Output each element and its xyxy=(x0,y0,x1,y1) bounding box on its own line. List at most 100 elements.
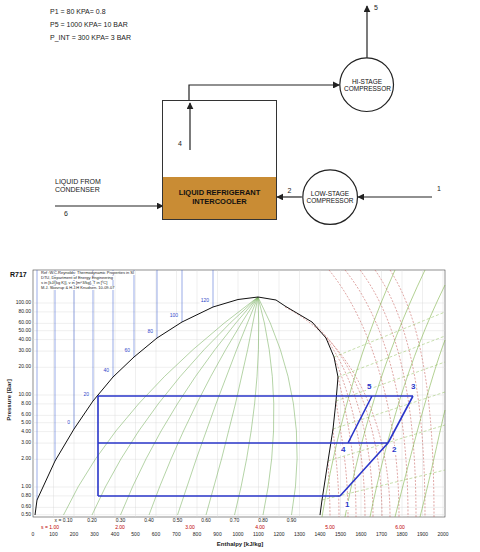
enthalpy-tick: 1100 xyxy=(253,532,264,538)
quality-tick: 0.20 xyxy=(87,518,97,524)
state-point-number: 5 xyxy=(366,383,372,392)
enthalpy-tick: 800 xyxy=(193,532,201,538)
pressure-tick: 100.00 xyxy=(16,300,31,306)
node-label: LIQUID REFRIGERANT INTERCOOLER xyxy=(167,189,272,206)
pressure-tick: 20.00 xyxy=(18,364,31,370)
pressure-grid xyxy=(33,303,445,515)
enthalpy-tick: 400 xyxy=(111,532,119,538)
pressure-tick: 40.00 xyxy=(18,337,31,343)
enthalpy-tick: 600 xyxy=(152,532,160,538)
quality-tick: x = 0.10 xyxy=(55,518,73,524)
stream-label: LIQUID FROM CONDENSER xyxy=(55,178,117,193)
temperature-label: 60 xyxy=(123,348,131,354)
enthalpy-tick: 1900 xyxy=(417,532,428,538)
node-label: HI-STAGE COMPRESSOR xyxy=(344,78,390,93)
enthalpy-grid xyxy=(54,270,444,517)
quality-tick: 0.80 xyxy=(258,518,268,524)
state-point-number: 3 xyxy=(410,383,416,392)
enthalpy-tick: 1000 xyxy=(232,532,243,538)
enthalpy-tick: 1600 xyxy=(355,532,366,538)
entropy-tick: 3.00 xyxy=(185,525,195,531)
saturation-dome xyxy=(35,297,338,515)
chart-reference: M.J. Skovrup & H.J.H Knudsen. 10-09-07 xyxy=(40,286,115,290)
enthalpy-tick: 1800 xyxy=(396,532,407,538)
pressure-tick: 10.00 xyxy=(18,392,31,398)
compressor-symbol: LOW-STAGE COMPRESSOR xyxy=(302,169,358,225)
enthalpy-tick: 1700 xyxy=(376,532,387,538)
pressure-tick: 5.00 xyxy=(21,420,31,426)
enthalpy-tick: 300 xyxy=(90,532,98,538)
quality-tick: 0.30 xyxy=(116,518,126,524)
temperature-label: 100 xyxy=(169,313,179,319)
quality-tick: 0.90 xyxy=(287,518,297,524)
compressor-symbol: HI-STAGE COMPRESSOR xyxy=(339,57,394,112)
compressor-outline xyxy=(340,58,394,112)
chart-reference: s in [kJ/(kg K)], v in [m^3/kg], T in [º… xyxy=(40,281,108,285)
state-point-number: 1 xyxy=(344,501,350,510)
enthalpy-tick: 1400 xyxy=(314,532,325,538)
vapour-isotherms xyxy=(285,270,434,517)
liquid-isotherms xyxy=(37,270,213,500)
discharge-line xyxy=(366,6,367,58)
temperature-label: 120 xyxy=(200,298,210,304)
pressure-tick: 50.00 xyxy=(18,328,31,334)
pressure-note: P1 = 80 KPA= 0.8 xyxy=(50,8,106,16)
stream-number: 1 xyxy=(437,185,441,193)
entropy-tick: s = 1.00 xyxy=(41,525,59,531)
pressure-tick: 0.80 xyxy=(21,493,31,499)
isentropes xyxy=(322,270,445,517)
enthalpy-tick: 500 xyxy=(131,532,139,538)
entropy-tick: 5.00 xyxy=(325,525,335,531)
pressure-tick: 0.50 xyxy=(21,512,31,518)
stream-number: 2 xyxy=(286,187,292,195)
axis-title: Pressure [Bar] xyxy=(6,379,13,420)
quality-tick: 0.60 xyxy=(201,518,211,524)
temperature-label: 20 xyxy=(82,392,90,398)
entropy-tick: 4.00 xyxy=(255,525,265,531)
enthalpy-tick: 700 xyxy=(172,532,180,538)
enthalpy-tick: 100 xyxy=(49,532,57,538)
intercooler-vessel: LIQUID REFRIGERANT INTERCOOLER xyxy=(162,100,277,220)
chart-frame xyxy=(33,270,445,517)
enthalpy-tick: 2000 xyxy=(437,532,448,538)
pressure-note: P5 = 1000 KPA= 10 BAR xyxy=(50,21,128,29)
quality-tick: 0.40 xyxy=(144,518,154,524)
temperature-label: 40 xyxy=(102,368,110,374)
pressure-tick: 30.00 xyxy=(18,348,31,354)
node-label: LOW-STAGE COMPRESSOR xyxy=(306,190,354,205)
enthalpy-tick: 1300 xyxy=(294,532,305,538)
condenser-liquid-line xyxy=(55,205,163,206)
pressure-tick: 80.00 xyxy=(18,309,31,315)
pressure-tick: 60.00 xyxy=(18,320,31,326)
stream-number: 5 xyxy=(374,4,378,12)
pressure-tick: 8.00 xyxy=(21,401,31,407)
pressure-tick: 6.00 xyxy=(21,412,31,418)
chart-title: R717 xyxy=(10,271,27,279)
liquid-band: LIQUID REFRIGERANT INTERCOOLER xyxy=(163,177,276,219)
enthalpy-tick: 1200 xyxy=(273,532,284,538)
temperature-label: 0 xyxy=(66,420,71,426)
temperature-label: 80 xyxy=(146,329,154,335)
state-point-number: 4 xyxy=(340,446,346,455)
pressure-tick: 3.00 xyxy=(21,440,31,446)
flow-line xyxy=(189,85,339,100)
vapour-riser xyxy=(189,103,190,150)
pressure-tick: 1.00 xyxy=(21,484,31,490)
entropy-tick: 2.00 xyxy=(115,525,125,531)
isochores xyxy=(322,312,445,500)
pressure-note: P_INT = 300 KPA= 3 BAR xyxy=(50,34,131,42)
entropy-tick: 6.00 xyxy=(395,525,405,531)
flow-line xyxy=(277,196,302,197)
two-stage-cycle xyxy=(98,396,413,496)
quality-tick: 0.50 xyxy=(173,518,183,524)
chart-reference: Ref :W.C.Reynolds: Thermodynamic Propert… xyxy=(40,271,135,275)
quality-tick: 0.70 xyxy=(230,518,240,524)
compressor-outline xyxy=(303,170,358,225)
enthalpy-tick: 200 xyxy=(70,532,78,538)
pressure-tick: 2.00 xyxy=(21,456,31,462)
enthalpy-tick: 1500 xyxy=(335,532,346,538)
stream-number: 6 xyxy=(64,210,68,218)
state-point-number: 2 xyxy=(391,446,397,455)
pressure-tick: 0.60 xyxy=(21,504,31,510)
pressure-tick: 4.00 xyxy=(21,429,31,435)
